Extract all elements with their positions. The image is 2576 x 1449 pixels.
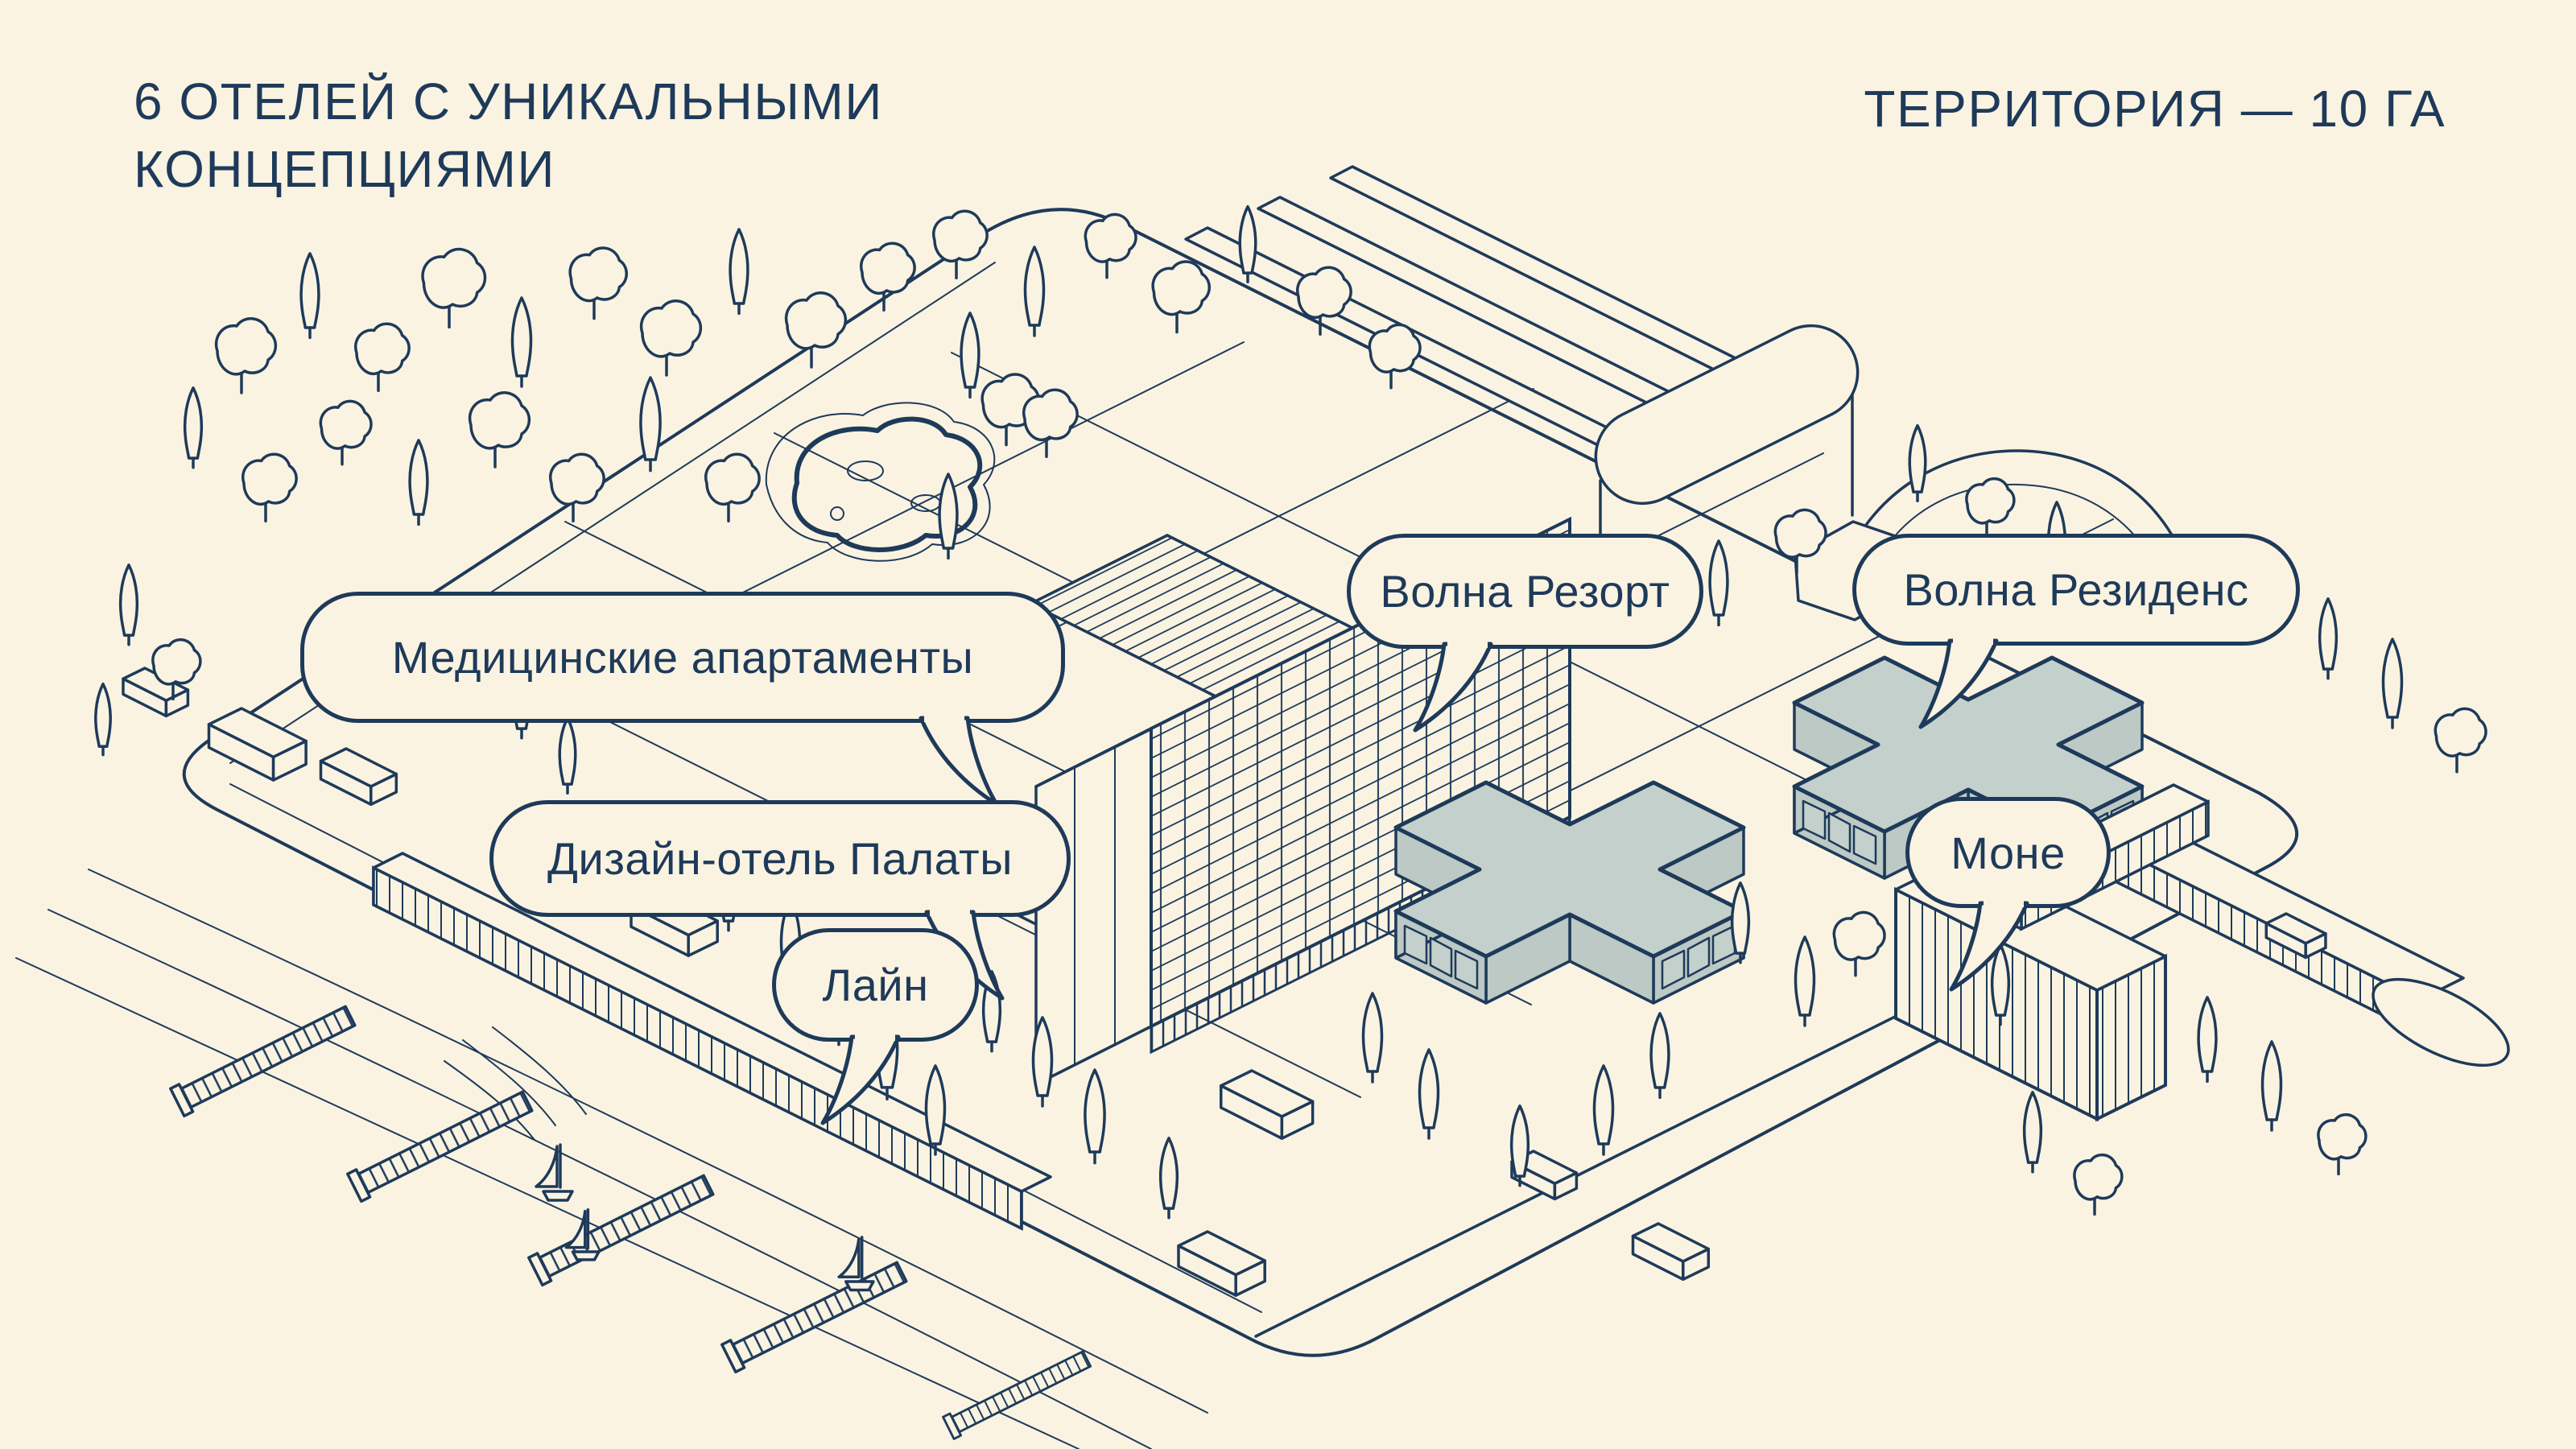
bubble-label: Волна Резорт — [1380, 566, 1670, 617]
piers — [169, 1001, 1094, 1440]
park-pond — [765, 402, 996, 562]
page-title: 6 ОТЕЛЕЙ С УНИКАЛЬНЫМИ КОНЦЕПЦИЯМИ — [134, 72, 883, 199]
label-bubble-volna-resort[interactable]: Волна Резорт — [1347, 534, 1703, 733]
label-bubble-volna-residence[interactable]: Волна Резиденс — [1852, 534, 2300, 729]
label-bubble-medical-apartments[interactable]: Медицинские апартаменты — [300, 592, 1065, 807]
label-bubble-monet-hotel[interactable]: Моне — [1905, 797, 2111, 992]
capsule-pavilion — [1594, 324, 1860, 567]
sailboats — [535, 1143, 875, 1292]
label-bubble-line-hotel[interactable]: Лайн — [772, 928, 979, 1125]
bubble-label: Лайн — [822, 960, 929, 1010]
building-line-hotel — [372, 852, 1052, 1231]
bubble-label: Медицинские апартаменты — [391, 632, 974, 683]
bubble-label: Моне — [1951, 827, 2066, 878]
small-pavilions — [1177, 1150, 1710, 1297]
bubble-label: Волна Резиденс — [1903, 564, 2249, 615]
shoreline-water — [15, 869, 1208, 1449]
label-bubble-design-hotel-palaty[interactable]: Дизайн-отель Палаты — [489, 800, 1071, 1001]
territory-stat: ТЕРРИТОРИЯ — 10 ГА — [1864, 80, 2446, 138]
bubble-label: Дизайн-отель Палаты — [547, 833, 1013, 884]
